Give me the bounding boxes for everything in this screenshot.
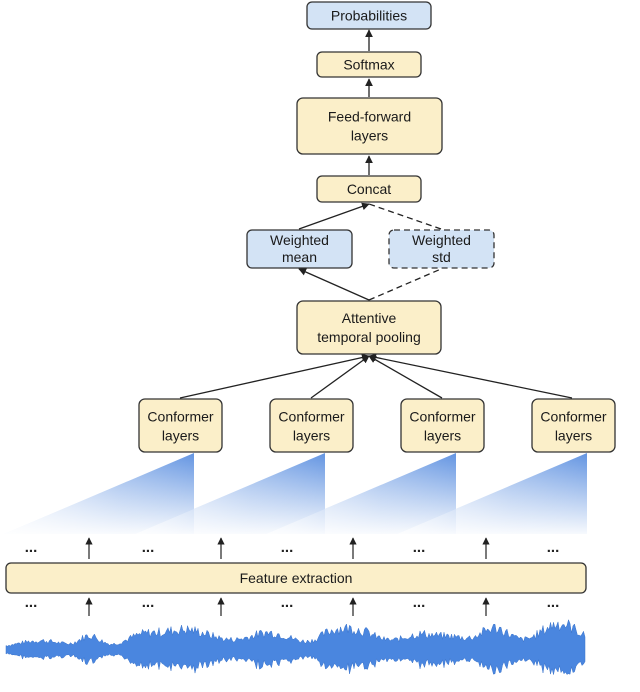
feature-extraction-label: Feature extraction <box>240 570 353 586</box>
frame-arrows-upper <box>85 537 490 559</box>
ellipsis: ... <box>25 539 38 556</box>
line-std-to-concat <box>368 203 442 230</box>
line-conformer2-to-pooling <box>310 355 370 399</box>
weighted-std-box: Weighted std <box>388 229 495 269</box>
frame-arrows-lower <box>85 597 490 616</box>
concat-box: Concat <box>316 175 422 203</box>
attentive-pooling-label-line2: temporal pooling <box>317 329 421 345</box>
ellipsis: ... <box>547 594 560 611</box>
conformer-box-1: Conformer layers <box>138 398 223 453</box>
conformer-label-line2: layers <box>293 428 330 444</box>
conformer-label-line2: layers <box>162 428 199 444</box>
ellipsis-row-upper: ............... <box>25 539 560 556</box>
feed-forward-label-line1: Feed-forward <box>328 109 411 125</box>
softmax-label: Softmax <box>343 57 394 73</box>
ellipsis: ... <box>413 594 426 611</box>
feed-forward-box: Feed-forward layers <box>296 97 443 155</box>
line-conformer3-to-pooling <box>368 355 443 399</box>
receptive-field-wedge <box>266 453 456 534</box>
feed-forward-label-line2: layers <box>351 128 388 144</box>
receptive-field-wedge <box>135 453 325 534</box>
conformer-label-line1: Conformer <box>409 409 475 425</box>
line-pooling-to-mean <box>298 268 370 301</box>
conformer-label-line2: layers <box>555 428 592 444</box>
ellipsis: ... <box>25 594 38 611</box>
conformer-label-line1: Conformer <box>147 409 213 425</box>
conformer-box-3: Conformer layers <box>400 398 485 453</box>
line-conformer1-to-pooling <box>179 353 370 399</box>
connections <box>179 29 573 399</box>
line-pooling-to-std <box>368 268 442 301</box>
receptive-field-wedge <box>4 453 194 534</box>
ellipsis: ... <box>142 594 155 611</box>
audio-waveform <box>5 619 586 675</box>
weighted-mean-label-line2: mean <box>282 249 317 265</box>
softmax-box: Softmax <box>316 51 422 78</box>
attentive-pooling-label-line1: Attentive <box>342 310 397 326</box>
conformer-box-4: Conformer layers <box>531 398 616 453</box>
conformer-box-2: Conformer layers <box>269 398 354 453</box>
weighted-std-label-line1: Weighted <box>412 232 471 248</box>
ellipsis: ... <box>142 539 155 556</box>
conformer-label-line1: Conformer <box>278 409 344 425</box>
receptive-field-wedges <box>4 453 587 534</box>
probabilities-box: Probabilities <box>306 1 432 30</box>
weighted-mean-label-line1: Weighted <box>270 232 329 248</box>
conformer-label-line1: Conformer <box>540 409 606 425</box>
weighted-std-label-line2: std <box>432 249 451 265</box>
receptive-field-wedge <box>397 453 587 534</box>
attentive-pooling-box: Attentive temporal pooling <box>296 300 442 355</box>
ellipsis-row-lower: ............... <box>25 594 560 611</box>
ellipsis: ... <box>281 594 294 611</box>
ellipsis: ... <box>413 539 426 556</box>
ellipsis: ... <box>547 539 560 556</box>
weighted-mean-box: Weighted mean <box>246 229 353 269</box>
line-conformer4-to-pooling <box>368 353 573 399</box>
probabilities-label: Probabilities <box>331 8 407 24</box>
conformer-label-line2: layers <box>424 428 461 444</box>
ellipsis: ... <box>281 539 294 556</box>
feature-extraction-box: Feature extraction <box>5 562 587 594</box>
concat-label: Concat <box>347 181 391 197</box>
line-mean-to-concat <box>298 202 370 230</box>
